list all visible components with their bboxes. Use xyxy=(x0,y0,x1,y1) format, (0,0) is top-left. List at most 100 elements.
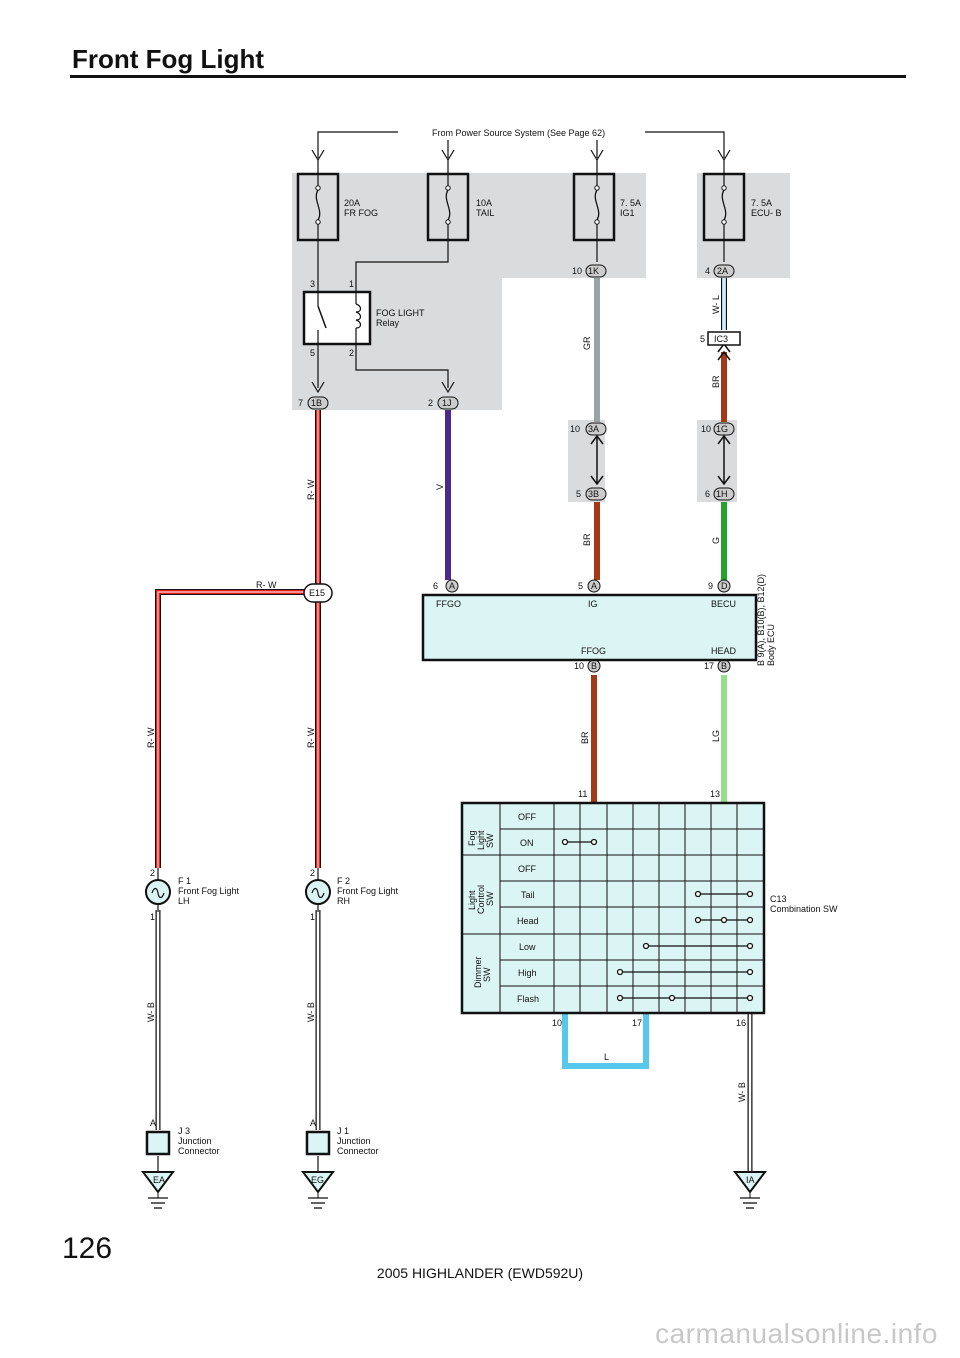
j1-name: Junction xyxy=(337,1136,371,1146)
relay-name: FOG LIGHT xyxy=(376,308,425,318)
conn-b17-code: B xyxy=(721,661,727,671)
ecu-terminal-ffog: FFOG xyxy=(581,646,606,656)
conn-2a-code: 2A xyxy=(717,266,728,276)
wire-label-wb-rh: W- B xyxy=(306,1002,316,1022)
wires xyxy=(155,278,753,1172)
sw-id: C13 xyxy=(770,894,787,904)
fuse-ig1-name: IG1 xyxy=(620,208,635,218)
ground-eg xyxy=(301,1171,335,1209)
wire-label-g: G xyxy=(711,537,721,544)
conn-1j-pin: 2 xyxy=(428,398,433,408)
sw-group-dimmer-1: Dimmer xyxy=(473,957,483,989)
sw-row-flash: Flash xyxy=(517,994,539,1004)
combination-switch-grid xyxy=(460,801,766,1015)
wire-label-br-3b: BR xyxy=(582,533,592,546)
conn-1g-code: 1G xyxy=(716,424,728,434)
conn-ic3-pin: 5 xyxy=(700,334,705,344)
ground-ia-label: IA xyxy=(746,1175,755,1185)
conn-1b-pin: 7 xyxy=(298,398,303,408)
ecu-terminal-ig: IG xyxy=(588,599,598,609)
sw-row-high: High xyxy=(518,968,537,978)
fog-lh-id: F 1 xyxy=(178,876,191,886)
conn-a5-code: A xyxy=(591,581,597,591)
fog-light-relay xyxy=(302,290,372,346)
wire-label-rw-lh: R- W xyxy=(146,727,156,748)
fuse-ig1 xyxy=(572,160,616,242)
fog-lh-pin-top: 2 xyxy=(150,868,155,878)
sw-row-fog-on: ON xyxy=(520,838,534,848)
fuse-fr-fog-name: FR FOG xyxy=(344,208,378,218)
relay-pin-5: 5 xyxy=(310,348,315,358)
junction-block-wiring xyxy=(311,224,725,394)
wire-label-rw-rh: R- W xyxy=(306,727,316,748)
wire-label-gr: GR xyxy=(582,336,592,350)
conn-b10-pin: 10 xyxy=(574,661,584,671)
wire-label-rw: R- W xyxy=(306,479,316,500)
sw-pin-11: 11 xyxy=(578,789,587,799)
junction-j1 xyxy=(305,1130,331,1156)
conn-b17-pin: 17 xyxy=(704,661,714,671)
sw-group-fog-1: Fog xyxy=(467,830,477,846)
body-ecu-name: Body ECU xyxy=(766,624,776,666)
conn-e15-code: E15 xyxy=(309,588,325,598)
fog-light-rh xyxy=(305,868,331,912)
fog-lh-side: LH xyxy=(178,896,190,906)
junction-j3 xyxy=(145,1130,171,1156)
conn-1j-code: 1J xyxy=(442,398,452,408)
sw-row-low: Low xyxy=(519,942,536,952)
fuse-tail-name: TAIL xyxy=(476,208,494,218)
fog-rh-pin-bot: 1 xyxy=(310,912,315,922)
conn-1k-pin: 10 xyxy=(572,266,582,276)
j1-id: J 1 xyxy=(337,1126,349,1136)
relay-pin-3: 3 xyxy=(310,279,315,289)
body-ecu-box xyxy=(421,593,758,662)
wire-label-wb-ia: W- B xyxy=(737,1082,747,1102)
wire-label-v: V xyxy=(435,484,445,490)
fuse-ecu-b-name: ECU- B xyxy=(751,208,782,218)
sw-pin-16: 16 xyxy=(736,1018,746,1028)
sw-row-tail: Tail xyxy=(521,890,535,900)
conn-ic3-code: IC3 xyxy=(714,334,728,344)
sw-group-light-3: SW xyxy=(485,891,495,906)
ecu-terminal-head: HEAD xyxy=(711,646,737,656)
wire-label-rw-branch: R- W xyxy=(256,580,277,590)
conn-a5-pin: 5 xyxy=(578,581,583,591)
fog-rh-side: RH xyxy=(337,896,350,906)
conn-d9-pin: 9 xyxy=(708,581,713,591)
j3-name-2: Connector xyxy=(178,1146,220,1156)
relay-pin-2: 2 xyxy=(349,348,354,358)
j3-pin: A xyxy=(150,1118,156,1128)
sw-group-light-1: Light xyxy=(467,890,477,910)
ground-ia xyxy=(733,1171,767,1209)
conn-3a-code: 3A xyxy=(588,424,599,434)
page-title: Front Fog Light xyxy=(72,44,265,74)
title-rule xyxy=(70,75,906,78)
conn-1h-code: 1H xyxy=(716,489,728,499)
conn-a6-pin: 6 xyxy=(433,581,438,591)
sw-row-light-off: OFF xyxy=(518,864,536,874)
conn-d9-code: D xyxy=(721,581,728,591)
sw-pin-10: 10 xyxy=(552,1018,562,1028)
relay-name-2: Relay xyxy=(376,318,400,328)
j1-pin: A xyxy=(310,1118,316,1128)
ecu-terminal-becu: BECU xyxy=(711,599,736,609)
fuse-ecu-b-rating: 7. 5A xyxy=(751,198,772,208)
sw-name: Combination SW xyxy=(770,904,838,914)
wire-label-br-ffog: BR xyxy=(580,731,590,744)
footer-text: 2005 HIGHLANDER (EWD592U) xyxy=(376,1265,584,1281)
sw-pin-13: 13 xyxy=(710,789,720,799)
sw-group-fog-3: SW xyxy=(485,833,495,848)
j1-name-2: Connector xyxy=(337,1146,379,1156)
conn-1g-pin: 10 xyxy=(701,424,711,434)
connector-badges xyxy=(303,264,741,673)
conn-3a-pin: 10 xyxy=(570,424,580,434)
conn-1k-code: 1K xyxy=(588,266,599,276)
sw-group-light-2: Control xyxy=(476,885,486,914)
sw-row-head: Head xyxy=(517,916,539,926)
ground-ea-label: EA xyxy=(153,1175,165,1185)
fuse-tail-rating: 10A xyxy=(476,198,492,208)
wire-label-wb-lh: W- B xyxy=(146,1002,156,1022)
relay-pin-1: 1 xyxy=(349,279,354,289)
sw-row-fog-off: OFF xyxy=(518,812,536,822)
